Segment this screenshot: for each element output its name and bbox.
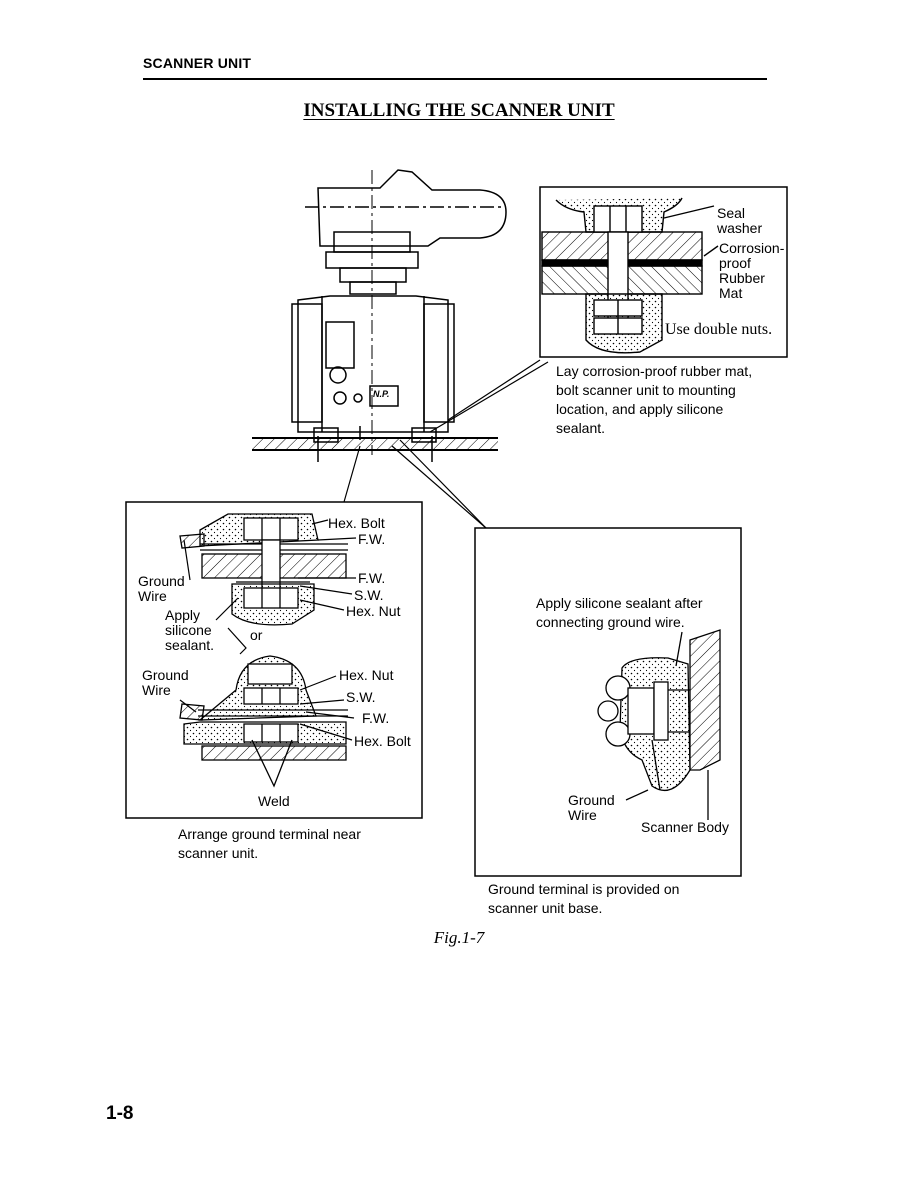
label-fw-top: F.W. bbox=[358, 531, 386, 547]
detail-box-bolt-mat bbox=[539, 186, 788, 358]
terminal-section-upper bbox=[179, 513, 348, 626]
detail-box-scanner-base bbox=[474, 527, 742, 877]
label-apply-after: Apply silicone sealant after connecting … bbox=[536, 595, 703, 630]
label-sw-mid: S.W. bbox=[354, 587, 384, 603]
label-sw-bottom: S.W. bbox=[346, 689, 376, 705]
scanner-base-section bbox=[597, 629, 721, 820]
label-ground-wire-top: Ground Wire bbox=[138, 573, 185, 604]
detail-box-ground-terminal bbox=[125, 501, 423, 819]
bolt-mat-section bbox=[541, 197, 719, 354]
label-ground-wire-right: Ground Wire bbox=[568, 792, 615, 823]
label-fw-mid: F.W. bbox=[358, 570, 386, 586]
label-hex-bolt-top: Hex. Bolt bbox=[328, 515, 385, 531]
label-hex-nut-bottom: Hex. Nut bbox=[339, 667, 394, 683]
page-title: INSTALLING THE SCANNER UNIT bbox=[303, 100, 615, 121]
label-apply-silicone: Apply silicone sealant. bbox=[165, 607, 215, 653]
label-rubber-mat: Corrosion- proof Rubber Mat bbox=[719, 240, 785, 301]
label-ground-wire-bottom: Ground Wire bbox=[142, 667, 189, 698]
caption-ground-terminal: Arrange ground terminal near scanner uni… bbox=[178, 826, 361, 861]
label-fw-bottom: F.W. bbox=[362, 710, 390, 726]
leader-lines bbox=[343, 359, 549, 529]
label-scanner-body: Scanner Body bbox=[641, 819, 729, 835]
figure-caption: Fig.1-7 bbox=[433, 928, 485, 947]
header-rule bbox=[143, 78, 767, 80]
label-hex-nut-mid: Hex. Nut bbox=[346, 603, 401, 619]
left-arrows bbox=[179, 519, 357, 741]
label-seal-washer: Seal washer bbox=[717, 205, 763, 236]
label-or: or bbox=[250, 627, 263, 643]
section-header: SCANNER UNIT bbox=[143, 55, 252, 71]
caption-scanner-base: Ground terminal is provided on scanner u… bbox=[488, 881, 680, 916]
label-hex-bolt-bottom: Hex. Bolt bbox=[354, 733, 411, 749]
scanner-unit-drawing bbox=[252, 169, 507, 462]
terminal-section-lower bbox=[179, 655, 348, 788]
page-number: 1-8 bbox=[106, 1103, 134, 1124]
label-double-nuts: Use double nuts. bbox=[665, 321, 773, 338]
caption-bolt-mat: Lay corrosion-proof rubber mat, bolt sca… bbox=[556, 363, 753, 436]
label-weld: Weld bbox=[258, 793, 290, 809]
name-plate: N.P. bbox=[373, 389, 390, 399]
